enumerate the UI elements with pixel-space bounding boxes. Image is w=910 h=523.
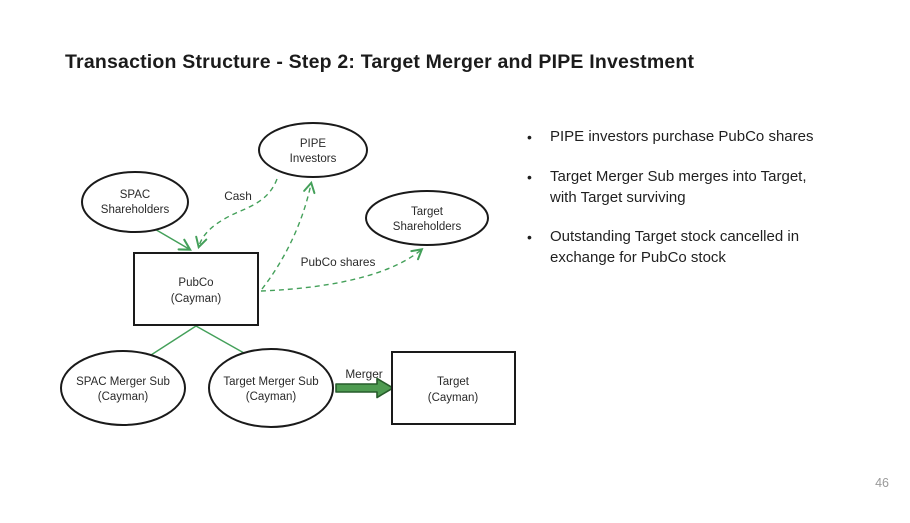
line-pubco-to-spac-merger-sub [150, 325, 197, 356]
bullet-item: • Outstanding Target stock cancelled in … [520, 227, 890, 268]
bullet-glyph: • [527, 169, 532, 185]
bullet-glyph: • [527, 229, 532, 245]
pubco-label-line2: (Cayman) [171, 293, 222, 305]
pubco-shares-label: PubCo shares [301, 255, 376, 269]
bullet-line: Target Merger Sub merges into Target, [550, 168, 807, 185]
bullet-item: • PIPE investors purchase PubCo shares [520, 127, 890, 148]
arrow-cash-pipe-to-pubco [195, 178, 278, 250]
target-shareholders-label-line1: Target [411, 206, 444, 218]
bullet-line: exchange for PubCo stock [550, 248, 726, 266]
pubco-box [133, 252, 259, 326]
diagram-nodes: SPAC Shareholders PIPE Investors Target … [60, 122, 516, 428]
target-shareholders-label-line2: Shareholders [393, 221, 462, 233]
bullet-item: • Target Merger Sub merges into Target, … [520, 167, 890, 208]
target-box [391, 351, 516, 425]
bullet-text: PIPE investors purchase PubCo shares [550, 127, 813, 148]
arrow-spac-shareholders-to-pubco [152, 227, 192, 251]
spac-shareholders-ellipse [81, 171, 189, 233]
bullet-text: Target Merger Sub merges into Target, wi… [550, 167, 807, 208]
merger-label: Merger [345, 367, 382, 381]
bullet-line: PIPE investors purchase PubCo shares [550, 128, 814, 145]
pubco-label-line1: PubCo [178, 277, 213, 289]
arrow-pubco-shares-to-target-shareholders [260, 247, 424, 292]
page-title: Transaction Structure - Step 2: Target M… [65, 51, 695, 73]
bullet-text: Outstanding Target stock cancelled in ex… [550, 227, 799, 268]
bullet-line: Outstanding Target stock cancelled in [550, 228, 800, 245]
diagram-edges [150, 178, 424, 399]
arrow-pubco-to-pipe-investors [261, 180, 316, 290]
target-label-line1: Target [437, 376, 470, 388]
line-pubco-to-target-merger-sub [195, 325, 245, 354]
bullet-list: • PIPE investors purchase PubCo shares •… [520, 127, 890, 287]
spac-shareholders-label-line2: Shareholders [101, 204, 170, 216]
spac-merger-sub-label-line2: (Cayman) [98, 391, 149, 403]
merger-block-arrow [335, 377, 394, 399]
pipe-investors-label-line2: Investors [290, 153, 337, 165]
target-merger-sub-label-line2: (Cayman) [246, 391, 297, 403]
target-shareholders-ellipse [365, 190, 489, 246]
bullet-glyph: • [527, 129, 532, 145]
target-label-line2: (Cayman) [428, 392, 479, 404]
diagram-edge-labels: Cash PubCo shares Merger [224, 189, 383, 381]
spac-merger-sub-label-line1: SPAC Merger Sub [76, 376, 170, 388]
pipe-investors-label-line1: PIPE [300, 138, 327, 150]
target-merger-sub-ellipse [208, 348, 334, 428]
page-number: 46 [875, 476, 889, 490]
cash-label: Cash [224, 189, 252, 203]
pipe-investors-ellipse [258, 122, 368, 178]
bullet-line: with Target surviving [550, 188, 686, 206]
spac-shareholders-label-line1: SPAC [120, 189, 150, 201]
spac-merger-sub-ellipse [60, 350, 186, 426]
target-merger-sub-label-line1: Target Merger Sub [223, 376, 318, 388]
